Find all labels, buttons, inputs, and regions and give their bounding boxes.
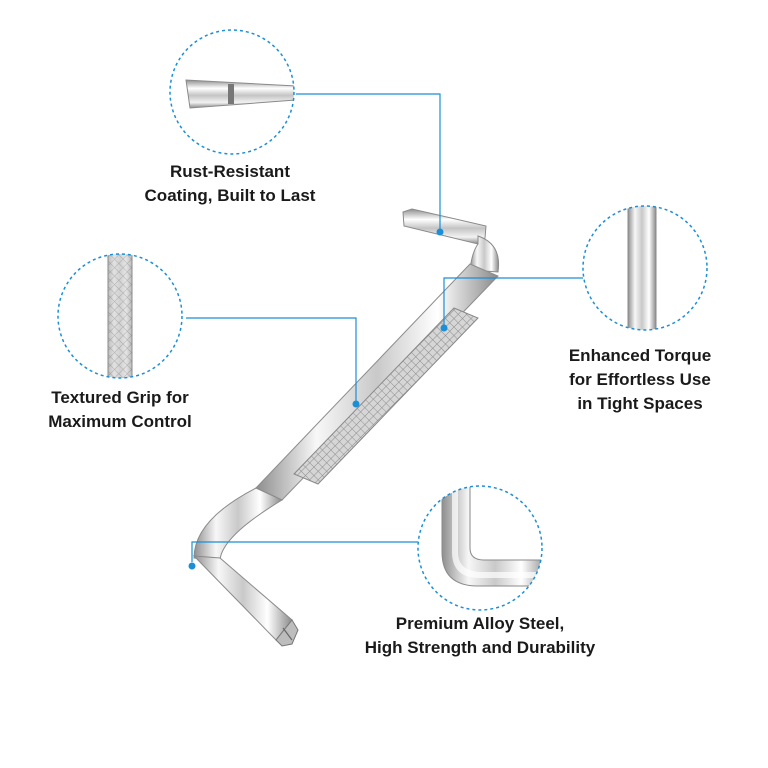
leader-dots bbox=[188, 228, 448, 570]
callout-rust-resistant: Rust-Resistant Coating, Built to Last bbox=[110, 160, 350, 208]
detail-circle-shaft bbox=[582, 205, 708, 331]
callout-line: in Tight Spaces bbox=[577, 394, 703, 413]
callout-line: Enhanced Torque bbox=[568, 346, 712, 365]
screwdriver-image bbox=[192, 208, 500, 647]
callout-alloy-steel: Premium Alloy Steel, High Strength and D… bbox=[330, 612, 630, 660]
callout-line: for Effortless Use bbox=[569, 370, 711, 389]
detail-circle-slotted-tip bbox=[169, 29, 295, 155]
callout-line: Premium Alloy Steel, bbox=[395, 614, 565, 633]
callout-line: Textured Grip for bbox=[51, 388, 189, 407]
callout-enhanced-torque: Enhanced Torque for Effortless Use in Ti… bbox=[530, 344, 750, 416]
callout-line: Maximum Control bbox=[48, 412, 192, 431]
callout-line: Rust-Resistant bbox=[170, 162, 290, 181]
detail-circle-knurled-grip bbox=[57, 253, 183, 379]
callout-line: High Strength and Durability bbox=[364, 638, 596, 657]
slotted-tip-icon bbox=[185, 79, 294, 109]
detail-circle-bend bbox=[417, 485, 543, 611]
leader-lines bbox=[186, 93, 583, 562]
callout-line: Coating, Built to Last bbox=[144, 186, 316, 205]
callout-textured-grip: Textured Grip for Maximum Control bbox=[20, 386, 220, 434]
